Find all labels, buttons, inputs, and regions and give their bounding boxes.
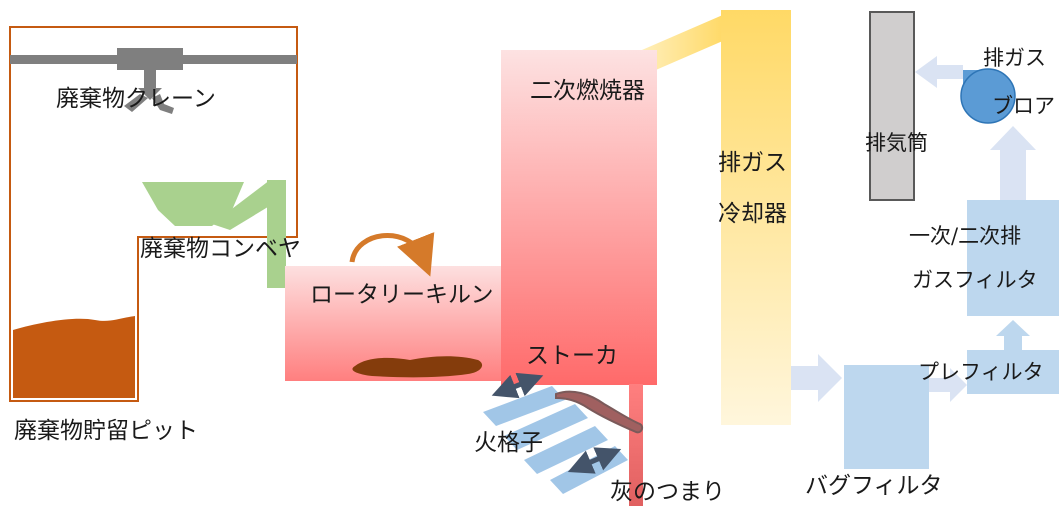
exhaust-stack <box>869 11 915 201</box>
kiln-waste-bed <box>352 356 483 378</box>
crane-trolley <box>117 48 183 70</box>
label-gas-cooler-2: 冷却器 <box>718 201 787 227</box>
pit-outline <box>9 26 298 402</box>
label-crane: 廃棄物クレーン <box>56 86 216 112</box>
label-blower-1: 排ガス <box>983 46 1046 70</box>
label-pit: 廃棄物貯留ピット <box>14 418 198 444</box>
label-kiln: ロータリーキルン <box>310 282 494 308</box>
label-ash-clog: 灰のつまり <box>610 479 725 505</box>
waste-pile <box>13 316 135 398</box>
gas-cooler <box>721 10 791 425</box>
flow-arrow-icon <box>990 126 1036 200</box>
ash-chute <box>629 384 643 506</box>
grate-motion-arrow-icon <box>567 447 622 474</box>
flow-arrow-icon <box>996 320 1030 350</box>
label-stoker: ストーカ <box>526 343 618 369</box>
flow-arrow-icon <box>915 56 963 88</box>
ash-trail <box>555 390 644 434</box>
hopper <box>142 182 244 226</box>
conveyor-chute <box>267 180 286 288</box>
label-gas-filter-2: ガスフィルタ <box>912 268 1038 292</box>
gas-filter <box>967 200 1059 316</box>
label-secondary-combustor: 二次燃焼器 <box>530 78 645 104</box>
bag-filter <box>844 365 929 469</box>
label-pre-filter: プレフィルタ <box>918 360 1044 384</box>
secondary-combustor <box>501 50 657 385</box>
flow-arrow-icon <box>791 354 842 402</box>
label-conveyor: 廃棄物コンベヤ <box>140 236 301 262</box>
label-bag-filter: バグフィルタ <box>805 473 943 499</box>
label-gas-cooler-1: 排ガス <box>718 150 787 176</box>
crane-cable <box>144 70 156 92</box>
label-blower-2: ブロア <box>992 94 1055 118</box>
label-stack: 排気筒 <box>865 131 928 155</box>
pre-filter <box>967 350 1059 394</box>
flow-arrow-icon <box>929 368 967 402</box>
rotation-arrow-icon <box>349 232 435 277</box>
label-grate: 火格子 <box>474 430 543 456</box>
grate-motion-arrow-icon <box>491 372 544 399</box>
label-gas-filter-1: 一次/二次排 <box>909 224 1022 248</box>
blower-icon <box>960 68 1016 124</box>
crane-grab-icon <box>124 88 174 114</box>
